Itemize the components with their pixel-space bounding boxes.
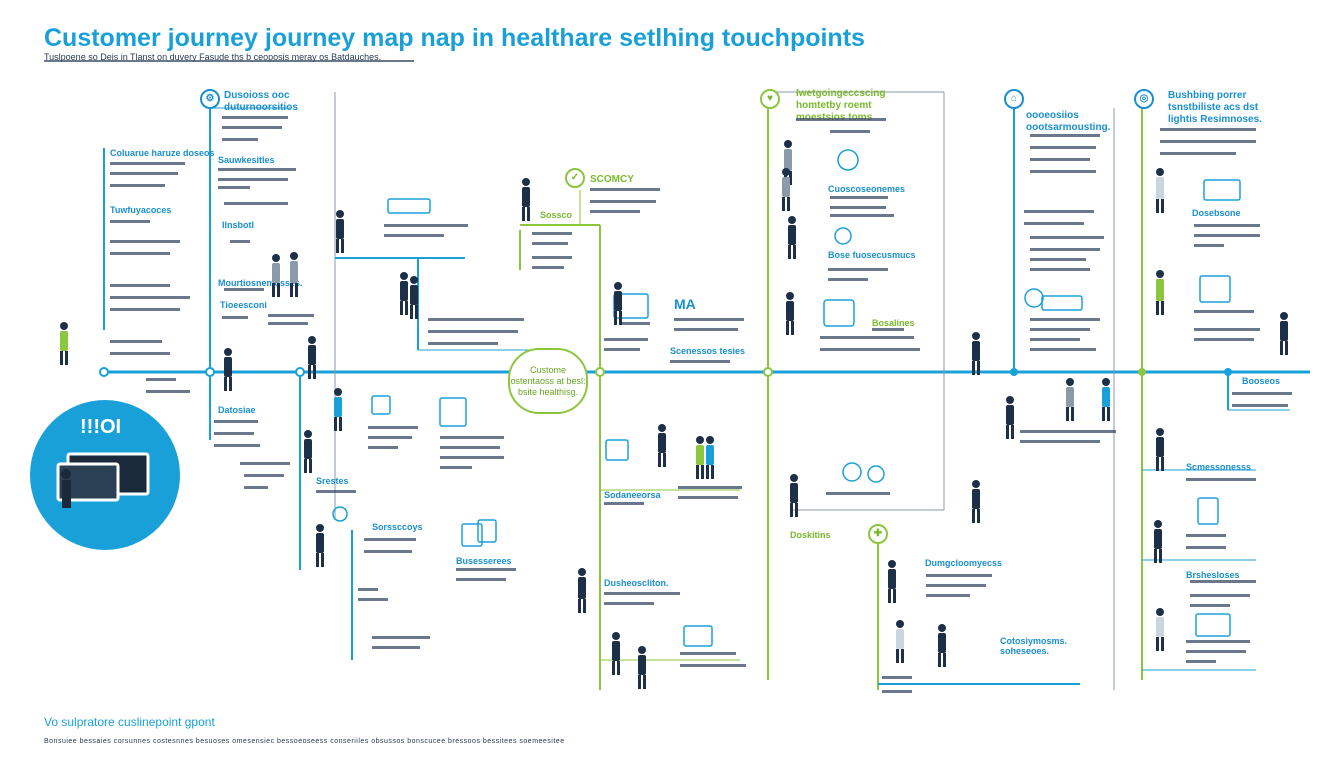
annotation: Srestes: [316, 476, 349, 486]
annotation: Mourtiosnemusses.: [218, 278, 303, 288]
annotation: Ilnsbotl: [222, 220, 254, 230]
annotation: Dosebsone: [1192, 208, 1241, 218]
stage-2-title: SCOMCY: [590, 174, 634, 185]
footer-note: Bonsuiee bessaies corsunnes costesnnes b…: [44, 738, 565, 745]
annotation: MA: [674, 296, 696, 312]
hero-label: !!!OI: [80, 416, 122, 438]
annotation: Scenessos tesies: [670, 346, 746, 356]
stage-3-icon: ♥: [760, 89, 780, 109]
annotation: Dumgcloomyecss: [925, 558, 1003, 568]
annotation: Sodaneeorsa: [604, 490, 661, 500]
annotation: Bosalines: [872, 318, 915, 328]
stage-1-title: Dusoioss ooc duturnoorsitios: [224, 90, 298, 113]
stage-1-icon: ⚙: [200, 89, 220, 109]
page-subtitle: Tuslpoene so Deis in Tlanst on duvery Fa…: [44, 52, 382, 62]
annotation: Coluarue haruze doseos: [110, 148, 215, 158]
annotation: Busesserees: [456, 556, 512, 566]
center-node: Custome ostentaoss at besl: bsite health…: [508, 348, 588, 414]
annotation: Tuwfuyacoces: [110, 205, 172, 215]
annotation: Tioeesconi: [220, 300, 267, 310]
page-title: Customer journey journey map nap in heal…: [44, 24, 865, 52]
stage-4-icon: ⌂: [1004, 89, 1024, 109]
annotation: Cuoscoseonemes: [828, 184, 906, 194]
annotation: Sossco: [540, 210, 573, 220]
stage-3-title: Iwetgoingeccscing homtetby roemt moestsi…: [796, 88, 886, 123]
annotation: Sauwkesitles: [218, 155, 275, 165]
annotation: Scmessonesss: [1186, 462, 1252, 472]
annotation: Doskitins: [790, 530, 831, 540]
annotation: Cotosiymosms. soheseoes.: [1000, 636, 1068, 656]
annotation: Brshesloses: [1186, 570, 1240, 580]
stage-4-title: oooeosiios oootsarmousting.: [1026, 110, 1111, 133]
annotation: Dusheoscliton.: [604, 578, 669, 588]
stage-5-title: Bushbing porrer tsnstbiliste acs dst lig…: [1168, 90, 1262, 125]
stage-2-icon: ✓: [565, 168, 585, 188]
footer-title: Vo sulpratore cuslinepoint gpont: [44, 715, 215, 729]
annotation: Bose fuosecusmucs: [828, 250, 916, 260]
care-node-icon: ✚: [868, 524, 888, 544]
stage-5-icon: ◎: [1134, 89, 1154, 109]
annotation: Datosiae: [218, 405, 256, 415]
annotation: Sorssccoys: [372, 522, 423, 532]
annotation: Booseos: [1242, 376, 1281, 386]
